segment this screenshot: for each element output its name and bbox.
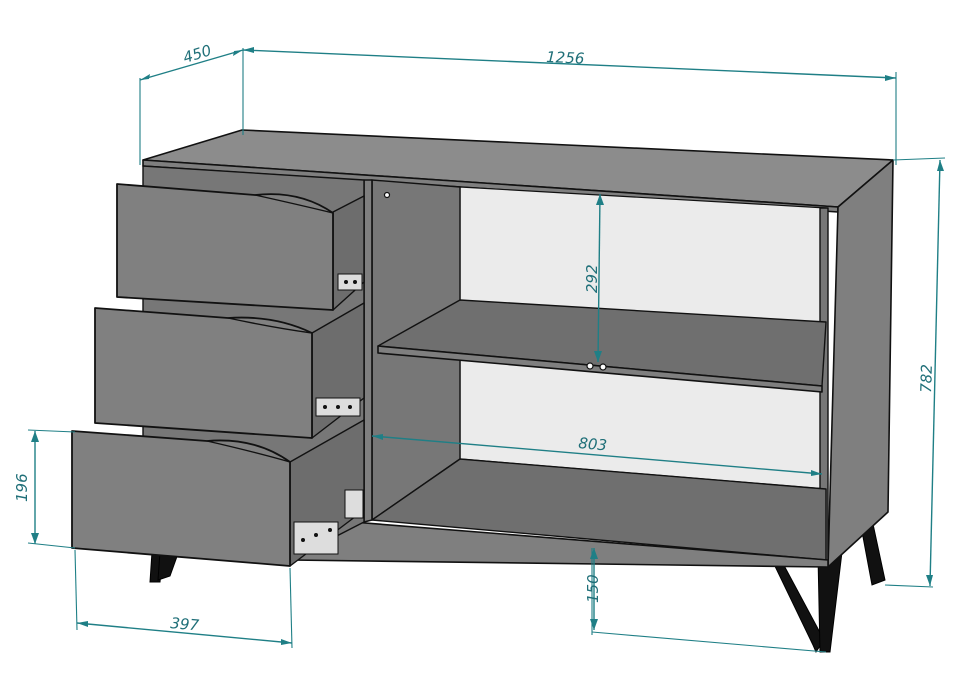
hinge-hole [383,191,391,199]
cabinet-right-side [827,159,894,568]
drawer-bottom-runner [293,489,364,555]
dim-shelf-gap-label: 292 [583,264,601,293]
dim-shelf-gap: 292 [583,193,604,363]
drawer-middle-runner [315,397,361,417]
dim-inner-width-label: 803 [578,434,608,454]
bottom-shelf [371,458,827,561]
dim-inner-width: 803 [371,434,823,476]
drawer-bottom-front [71,430,291,567]
leg-front-right [771,557,825,654]
dim-height-label: 782 [917,364,936,393]
drawer-top[interactable] [116,183,365,311]
dim-leg-height-label: 150 [584,574,602,603]
drawer-middle-front [94,307,313,439]
dim-drawer-height-label: 196 [13,473,31,502]
dim-depth-label: 450 [181,41,214,67]
dim-drawer-width-label: 397 [170,614,201,634]
drawer-bottom[interactable] [71,419,365,567]
drawer-top-runner [337,273,363,291]
drawer-middle[interactable] [94,302,365,439]
drawer-middle-handle-cut [227,317,313,334]
shelf-pin-hole [586,362,594,370]
shelf-pin-hole-2 [599,363,607,371]
dim-width: 1256 [242,47,897,165]
drawer-bottom-handle-cut [206,440,291,463]
dim-drawer-width: 397 [74,549,293,649]
middle-shelf-edge [377,345,823,393]
drawer-top-handle-cut [254,194,334,214]
dim-width-label: 1256 [546,48,585,68]
divider-front [363,179,373,523]
dim-height: 782 [884,157,946,588]
dim-drawer-height: 196 [13,429,76,549]
dim-leg-height: 150 [584,548,827,653]
drawer-top-front [116,183,334,311]
